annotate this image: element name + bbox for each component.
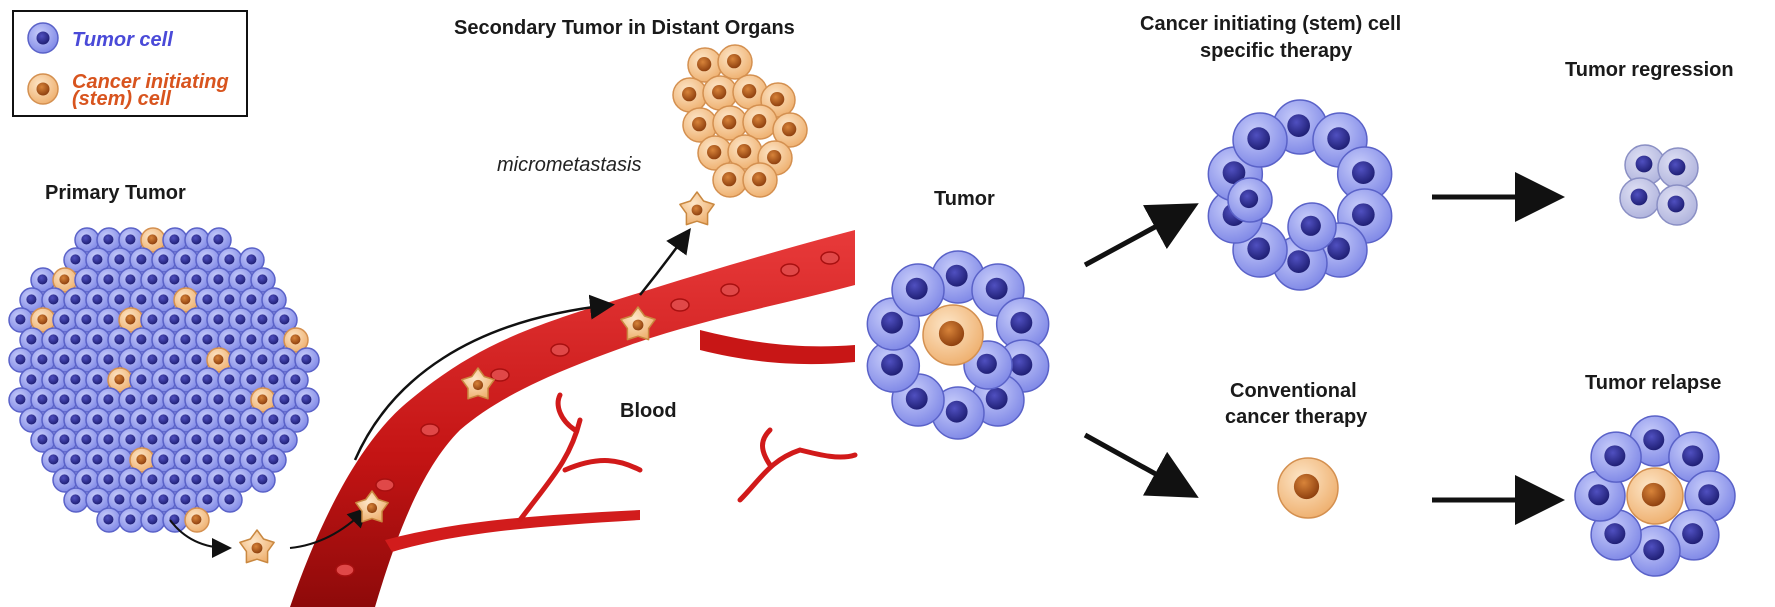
tumor-relapse-label: Tumor relapse — [1585, 372, 1721, 394]
stem-cell — [185, 508, 209, 532]
tumor-regression-cluster — [1620, 145, 1698, 225]
regressing-tumor-cell — [1658, 148, 1698, 188]
legend-tumor-cell-label: Tumor cell — [72, 31, 173, 50]
secondary-tumor-label: Secondary Tumor in Distant Organs — [454, 17, 795, 39]
capillary-2 — [740, 430, 855, 500]
tumor-cell — [163, 508, 187, 532]
tumor-cell — [218, 488, 242, 512]
tumor-relapse-cluster — [1575, 416, 1735, 576]
vessel-branch-lower — [385, 510, 640, 552]
tumor-cell — [892, 264, 944, 316]
stem-cell — [743, 163, 777, 197]
primary-tumor-cluster — [9, 228, 319, 532]
primary-tumor-label: Primary Tumor — [45, 182, 186, 204]
surviving-stem-cell — [1278, 458, 1338, 518]
tumor-label: Tumor — [934, 188, 995, 210]
stem-therapy-label-line1: Cancer initiating (stem) cell — [1140, 13, 1401, 35]
stem-cell-core — [923, 305, 983, 365]
regressed-cluster-after-stem-therapy — [1208, 100, 1391, 290]
migrating-stem-cell — [680, 192, 714, 225]
vessel-branch — [700, 330, 855, 364]
migrating-stem-cell — [240, 530, 274, 563]
stem-cell — [713, 163, 747, 197]
arrow-to-stem-therapy — [1085, 208, 1190, 265]
migrating-stem-cells — [240, 192, 714, 563]
tumor-cell — [1233, 113, 1287, 167]
stem-therapy-label-line2: specific therapy — [1200, 40, 1352, 62]
tumor-cell — [141, 508, 165, 532]
stem-cell — [703, 76, 737, 110]
stem-cell — [743, 105, 777, 139]
tumor-regression-label: Tumor regression — [1565, 59, 1734, 81]
initial-tumor-cluster — [867, 251, 1048, 439]
micrometastasis-label: micrometastasis — [497, 154, 641, 177]
main-blood-vessel — [290, 230, 855, 607]
tumor-cell — [251, 468, 275, 492]
blood-vessel-network — [290, 230, 855, 607]
tumor-cell-legend-icon — [26, 21, 60, 55]
conventional-therapy-label-line2: cancer therapy — [1225, 406, 1367, 428]
blood-label: Blood — [620, 400, 677, 422]
regressing-tumor-cell — [1657, 185, 1697, 225]
tumor-cell — [1288, 203, 1336, 251]
tumor-cell — [1591, 432, 1641, 482]
conventional-therapy-label-line1: Conventional — [1230, 380, 1357, 402]
legend-stem-cell-label-line2: (stem) cell — [72, 90, 171, 109]
legend: Tumor cell Cancer initiating (stem) cell — [12, 10, 248, 117]
tumor-cell — [119, 508, 143, 532]
tumor-cell — [97, 508, 121, 532]
secondary-tumor-cluster — [673, 45, 807, 197]
surviving-stem-cell — [1278, 458, 1338, 518]
stem-cell — [673, 78, 707, 112]
tumor-cell — [64, 488, 88, 512]
stem-cell-core — [1627, 468, 1683, 524]
tumor-cell — [1228, 178, 1272, 222]
regressing-tumor-cell — [1620, 178, 1660, 218]
stem-cell — [718, 45, 752, 79]
stem-cell-legend-icon — [26, 72, 60, 106]
arrow-to-conventional-therapy — [1085, 435, 1190, 493]
